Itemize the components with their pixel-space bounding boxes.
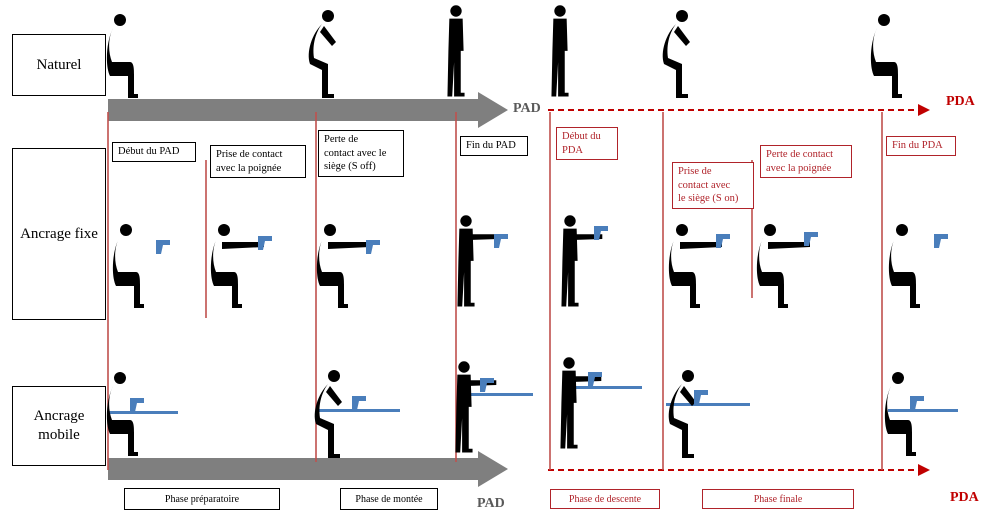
figure-naturel-sitting: [106, 14, 138, 98]
callout-perte-poignee: Perte de contact avec la poignée: [760, 145, 852, 179]
handle-fixe-2: [258, 236, 272, 250]
pad-label-bottom: PAD: [477, 496, 505, 511]
figure-naturel-standing-2: [551, 5, 569, 97]
phase-finale-text: Phase finale: [753, 493, 803, 505]
row-label-naturel-text: Naturel: [36, 56, 82, 73]
callout-perte-poignee-l2: avec la poignée: [766, 162, 832, 174]
callout-perte-siege: Perte de contact avec le siège (S off): [318, 130, 404, 177]
callout-perte-siege-l1: Perte de: [324, 134, 359, 145]
callout-perte-poignee-l1: Perte de contact: [766, 149, 834, 160]
figure-naturel-sitting-down: [662, 10, 690, 98]
handle-mobile-1: [130, 398, 144, 412]
callout-debut-pda: Début du PDA: [556, 127, 618, 161]
rail-mobile-4: [570, 386, 642, 389]
phase-descente: Phase de descente: [550, 489, 660, 509]
handle-fixe-8: [934, 234, 948, 248]
figure-fixe-8: [888, 224, 920, 308]
pda-label-bottom: PDA: [950, 490, 979, 505]
handle-mobile-5: [694, 390, 708, 404]
rail-mobile-6: [888, 409, 958, 412]
callout-prise-siege-l1: Prise de: [678, 166, 712, 177]
handle-fixe-3: [366, 240, 380, 254]
pad-arrow-top: [108, 92, 508, 128]
pad-arrow-bottom: [108, 451, 508, 487]
callout-prise-siege: Prise de contact avec le siège (S on): [672, 162, 754, 209]
row-label-naturel: Naturel: [12, 34, 106, 96]
naturel-figures: [106, 5, 902, 98]
rail-mobile-1: [108, 411, 178, 414]
row-label-ancrage-mobile-line2: mobile: [38, 427, 80, 443]
pda-label-top: PDA: [946, 94, 975, 109]
figure-naturel-standing: [447, 5, 465, 97]
handle-fixe-1: [156, 240, 170, 254]
figure-fixe-7: [756, 224, 810, 308]
handle-fixe-4: [494, 234, 508, 248]
pad-label-top: PAD: [513, 101, 541, 116]
callout-prise-poignee: Prise de contact avec la poignée: [210, 145, 306, 179]
fixe-figures: [112, 215, 920, 308]
figure-fixe-2: [210, 224, 264, 308]
handle-fixe-7: [804, 232, 818, 246]
fixe-handles: [156, 226, 948, 254]
phase-montee: Phase de montée: [340, 488, 438, 510]
callout-fin-pad: Fin du PAD: [460, 136, 528, 156]
phase-finale: Phase finale: [702, 489, 854, 509]
figure-naturel-rising: [308, 10, 336, 98]
row-label-ancrage-fixe: Ancrage fixe: [12, 148, 106, 320]
callout-perte-siege-l2: contact avec le: [324, 147, 387, 159]
rail-mobile-2: [316, 409, 400, 412]
row-label-ancrage-fixe-text: Ancrage fixe: [20, 225, 98, 242]
mobile-figures: [106, 357, 916, 458]
pda-arrow-top: [548, 104, 930, 116]
callout-prise-poignee-l1: Prise de contact: [216, 149, 283, 160]
figure-fixe-1: [112, 224, 144, 308]
mobile-rails: [108, 386, 958, 414]
callout-debut-pad-text: Début du PAD: [118, 146, 180, 157]
callout-prise-siege-l2: contact avec: [678, 179, 731, 191]
phase-preparatoire: Phase préparatoire: [124, 488, 280, 510]
figure-naturel-seated-end: [870, 14, 902, 98]
handle-fixe-6: [716, 234, 730, 248]
figure-mobile-3: [455, 361, 497, 453]
callout-debut-pad: Début du PAD: [112, 142, 196, 162]
callout-prise-poignee-l2: avec la poignée: [216, 162, 282, 174]
pda-arrow-bottom: [548, 464, 930, 476]
figure-mobile-5: [668, 370, 696, 458]
handle-mobile-6: [910, 396, 924, 410]
callout-debut-pda-l2: PDA: [562, 144, 584, 156]
callout-debut-pda-l1: Début du: [562, 131, 601, 142]
phase-descente-text: Phase de descente: [568, 493, 642, 505]
figure-mobile-4: [560, 357, 602, 449]
row-label-ancrage-mobile-line1: Ancrage: [33, 408, 85, 425]
figure-mobile-2: [314, 370, 342, 458]
row-label-ancrage-mobile: Ancrage mobile: [12, 386, 106, 466]
callout-fin-pad-text: Fin du PAD: [466, 140, 516, 151]
phase-montee-text: Phase de montée: [355, 493, 423, 505]
callout-prise-siege-l3: le siège (S on): [678, 193, 739, 205]
callout-fin-pda-text: Fin du PDA: [892, 140, 943, 151]
figure-fixe-4: [457, 215, 499, 307]
callout-fin-pda: Fin du PDA: [886, 136, 956, 156]
figure-mobile-6: [884, 372, 916, 456]
figure-fixe-6: [668, 224, 722, 308]
callout-perte-siege-l3: siège (S off): [324, 161, 376, 173]
figure-fixe-3: [316, 224, 370, 308]
rail-mobile-3: [457, 393, 533, 396]
handle-mobile-2: [352, 396, 366, 410]
mobile-handles: [130, 372, 924, 412]
phase-preparatoire-text: Phase préparatoire: [164, 493, 240, 505]
rail-mobile-5: [666, 403, 750, 406]
